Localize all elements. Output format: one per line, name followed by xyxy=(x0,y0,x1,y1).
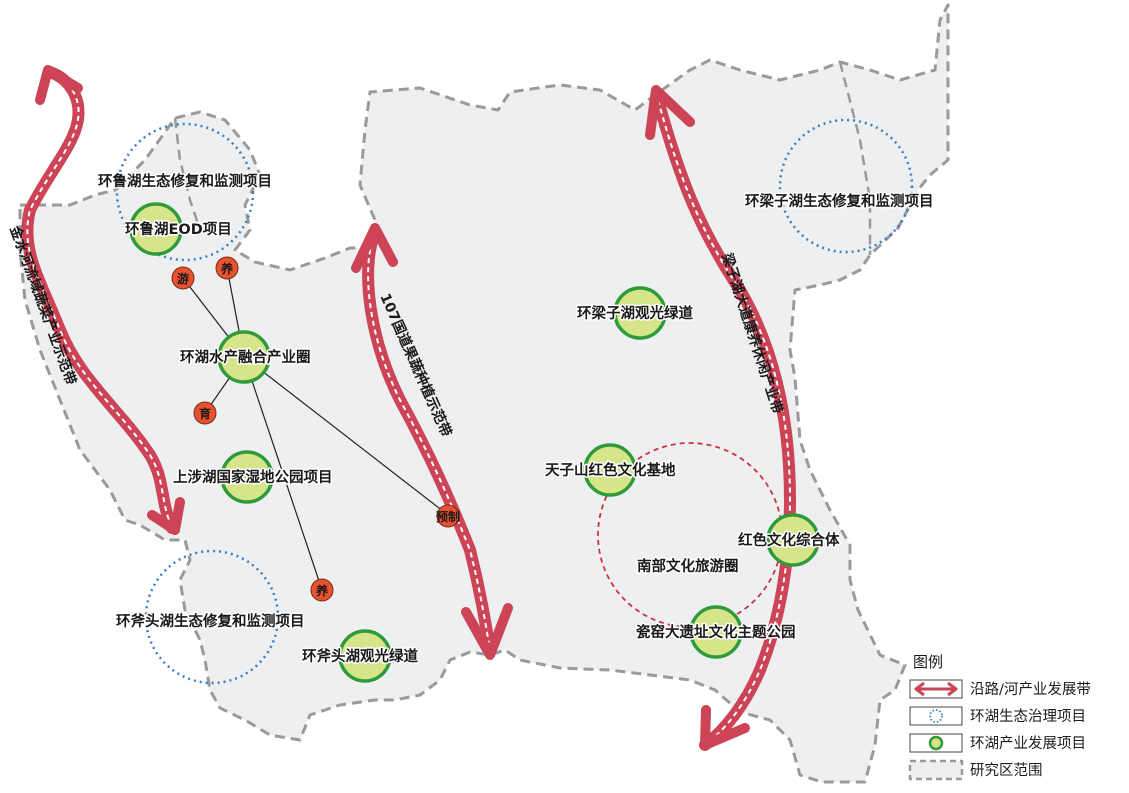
eco-circle-lu xyxy=(115,122,255,262)
label-eco-futou: 环斧头湖生态修复和监测项目 xyxy=(116,612,305,630)
label-ind-shangshe: 上涉湖国家湿地公园项目 xyxy=(173,468,333,486)
label-ind-lu-eod: 环鲁湖EOD项目 xyxy=(125,220,232,238)
badge-yang-top xyxy=(215,256,239,280)
label-ind-kiln-park: 瓷窑大遗址文化主题公园 xyxy=(636,623,796,641)
legend-label-1: 环湖生态治理项目 xyxy=(970,708,1086,725)
legend-label-0: 沿路/河产业发展带 xyxy=(970,681,1091,698)
label-eco-lu: 环鲁湖生态修复和监测项目 xyxy=(98,172,272,190)
industry-circle-tianzishan xyxy=(583,443,637,497)
label-ind-red-complex: 红色文化综合体 xyxy=(738,531,840,549)
industry-circle-lu-eod xyxy=(129,202,183,256)
eco-circle-liangzi xyxy=(778,118,914,254)
belt-g107 xyxy=(351,223,513,660)
belt-liangzi-avenue xyxy=(645,85,797,751)
label-cultural-circle: 南部文化旅游圈 xyxy=(637,557,739,575)
legend-box-1 xyxy=(909,706,963,726)
study-area-west xyxy=(18,3,950,784)
belt-jinshui xyxy=(21,65,185,535)
label-eco-liangzi: 环梁子湖生态修复和监测项目 xyxy=(745,192,934,210)
industry-circle-liangzi-greenway xyxy=(613,286,667,340)
industry-circle-kiln-park xyxy=(689,605,743,659)
eco-circle-futou xyxy=(144,549,280,685)
legend: 图例 沿路/河产业发展带 环湖生态治理项目 环湖产业发展项目 研究区范围 xyxy=(908,653,1091,781)
inner-boundary-lu xyxy=(173,117,202,231)
label-ind-tianzishan: 天子山红色文化基地 xyxy=(545,461,676,479)
industry-circle-red-complex xyxy=(766,513,820,567)
label-ind-futou-greenway: 环斧头湖观光绿道 xyxy=(302,647,418,665)
badge-processing-text: 预制 xyxy=(436,509,460,524)
belt-arrow-icon xyxy=(914,681,958,697)
badge-yu xyxy=(193,401,217,425)
badge-processing xyxy=(436,504,460,528)
inner-boundary-liangzi xyxy=(838,61,872,255)
badge-you xyxy=(171,266,195,290)
badge-you-text: 游 xyxy=(177,271,189,286)
badge-yang-bottom-text: 养 xyxy=(315,583,328,598)
badges: 游 养 育 养 预制 xyxy=(171,256,460,602)
dashed-boundary-icon xyxy=(908,759,964,781)
legend-title: 图例 xyxy=(913,653,943,671)
legend-label-2: 环湖产业发展项目 xyxy=(970,735,1086,752)
industry-circle-futou-greenway xyxy=(338,629,392,683)
label-ind-aquaculture: 环湖水产融合产业圈 xyxy=(180,348,311,366)
industry-circle-shangshe xyxy=(220,450,274,504)
badge-yang-top-text: 养 xyxy=(220,261,233,276)
project-labels: 环鲁湖生态修复和监测项目 环鲁湖EOD项目 环湖水产融合产业圈 上涉湖国家湿地公… xyxy=(97,171,936,667)
label-ind-liangzi-greenway: 环梁子湖观光绿道 xyxy=(577,304,693,322)
dotted-circle-icon xyxy=(929,709,943,723)
badge-yang-bottom xyxy=(310,578,334,602)
badge-yu-text: 育 xyxy=(199,406,211,421)
industry-circle-aquaculture xyxy=(217,330,271,384)
legend-label-3: 研究区范围 xyxy=(970,762,1043,779)
industry-circles xyxy=(129,202,820,683)
green-circle-icon xyxy=(928,735,944,751)
